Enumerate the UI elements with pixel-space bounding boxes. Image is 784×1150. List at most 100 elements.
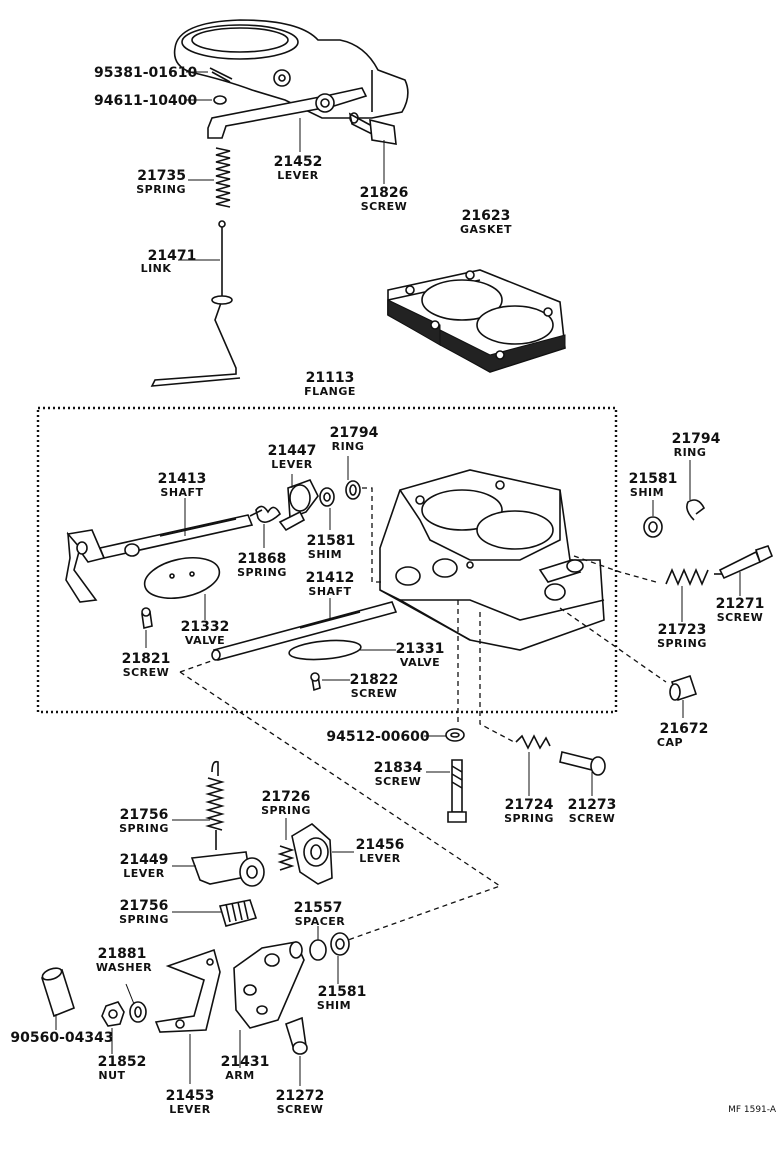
svg-text:21447: 21447 — [268, 443, 317, 459]
shaft-21412 — [211, 601, 398, 661]
svg-text:21113: 21113 — [306, 370, 355, 386]
callout-21581-left: 21581 SHIM — [307, 533, 356, 561]
svg-text:21331: 21331 — [396, 641, 445, 657]
svg-text:21672: 21672 — [660, 721, 709, 737]
svg-text:21881: 21881 — [98, 946, 147, 962]
callout-21453: 21453 LEVER — [166, 1088, 215, 1116]
washer-21881 — [129, 1001, 147, 1023]
svg-text:RING: RING — [332, 440, 365, 453]
svg-text:SCREW: SCREW — [361, 200, 408, 213]
ring-21794-left — [345, 480, 361, 500]
svg-text:VALVE: VALVE — [400, 656, 440, 669]
svg-text:GASKET: GASKET — [460, 223, 512, 236]
svg-text:NUT: NUT — [98, 1069, 125, 1082]
svg-text:VALVE: VALVE — [185, 634, 225, 647]
svg-text:SPRING: SPRING — [119, 822, 169, 835]
svg-text:21453: 21453 — [166, 1088, 215, 1104]
svg-text:ARM: ARM — [225, 1069, 254, 1082]
svg-text:21581: 21581 — [318, 984, 367, 1000]
valve-21332 — [143, 557, 221, 599]
callout-21447: 21447 LEVER — [268, 443, 317, 471]
nut-21852 — [101, 1001, 125, 1027]
callout-21581-lower: 21581 SHIM — [317, 984, 366, 1012]
leader-lines — [55, 71, 741, 1086]
callout-21623: 21623 GASKET — [460, 208, 512, 236]
callout-21452: 21452 LEVER — [274, 154, 323, 182]
screw-21826 — [348, 112, 397, 145]
flange-body-21113 — [379, 469, 605, 651]
callout-21272: 21272 SCREW — [276, 1088, 325, 1116]
callout-21557: 21557 SPACER — [294, 900, 345, 928]
svg-text:FLANGE: FLANGE — [304, 385, 356, 398]
callout-21332: 21332 VALVE — [181, 619, 230, 647]
lever-21449 — [190, 851, 265, 887]
callout-21331: 21331 VALVE — [396, 641, 445, 669]
callout-21852: 21852 NUT — [98, 1054, 147, 1082]
svg-text:21271: 21271 — [716, 596, 765, 612]
pin-90560 — [41, 967, 75, 1018]
callout-21726: 21726 SPRING — [261, 789, 311, 817]
svg-text:21449: 21449 — [120, 852, 169, 868]
svg-text:21821: 21821 — [122, 651, 171, 667]
washer-94512 — [445, 728, 465, 742]
screw-21271 — [714, 545, 774, 580]
ring-21794-right — [686, 499, 706, 521]
svg-text:21794: 21794 — [330, 425, 379, 441]
svg-text:21852: 21852 — [98, 1054, 147, 1070]
callout-94512: 94512-00600 — [326, 729, 429, 745]
svg-text:21726: 21726 — [262, 789, 311, 805]
svg-text:21834: 21834 — [374, 760, 423, 776]
svg-text:21557: 21557 — [294, 900, 343, 916]
spring-21756-upper — [205, 760, 225, 850]
svg-text:SHAFT: SHAFT — [160, 486, 203, 499]
callout-21826: 21826 SCREW — [360, 185, 409, 213]
screw-21822 — [310, 672, 321, 692]
svg-text:21868: 21868 — [238, 551, 287, 567]
callout-21723: 21723 SPRING — [657, 622, 707, 650]
svg-text:SCREW: SCREW — [123, 666, 170, 679]
svg-text:SPRING: SPRING — [504, 812, 554, 825]
svg-text:21471: 21471 — [148, 248, 197, 264]
svg-text:21822: 21822 — [350, 672, 399, 688]
svg-text:SHIM: SHIM — [317, 999, 351, 1012]
callout-21821: 21821 SCREW — [122, 651, 171, 679]
svg-text:90560-04343: 90560-04343 — [10, 1030, 113, 1046]
lever-21453 — [154, 948, 221, 1033]
figure-code: MF 1591-A — [728, 1105, 777, 1115]
svg-text:21723: 21723 — [658, 622, 707, 638]
callout-94611: 94611-10400 — [94, 93, 197, 109]
lever-21456 — [291, 823, 333, 885]
svg-text:LEVER: LEVER — [169, 1103, 211, 1116]
callout-21834: 21834 SCREW — [374, 760, 423, 788]
svg-text:21431: 21431 — [221, 1054, 270, 1070]
spring-21868 — [249, 505, 281, 523]
callout-21471: 21471 LINK — [141, 248, 197, 275]
callout-21868: 21868 SPRING — [237, 551, 287, 579]
svg-text:95381-01610: 95381-01610 — [94, 65, 197, 81]
svg-text:21332: 21332 — [181, 619, 230, 635]
svg-text:21724: 21724 — [505, 797, 554, 813]
svg-text:SCREW: SCREW — [351, 687, 398, 700]
callout-21881: 21881 WASHER — [96, 946, 152, 974]
cap-21672 — [669, 674, 698, 702]
svg-text:21735: 21735 — [137, 168, 186, 184]
svg-text:LEVER: LEVER — [277, 169, 319, 182]
svg-text:21272: 21272 — [276, 1088, 325, 1104]
svg-text:21412: 21412 — [306, 570, 355, 586]
callout-95381: 95381-01610 — [94, 65, 197, 81]
svg-text:SPRING: SPRING — [136, 183, 186, 196]
svg-text:SPRING: SPRING — [657, 637, 707, 650]
callout-21794-right: 21794 RING — [672, 431, 721, 459]
callout-21794-left: 21794 RING — [330, 425, 379, 453]
small-washer-top — [213, 95, 227, 105]
arm-21431 — [233, 941, 305, 1029]
shaft-21413 — [65, 514, 254, 603]
svg-text:RING: RING — [674, 446, 707, 459]
shim-21581-right — [643, 516, 663, 538]
svg-text:WASHER: WASHER — [96, 961, 152, 974]
svg-text:CAP: CAP — [657, 736, 683, 749]
svg-text:SCREW: SCREW — [569, 812, 616, 825]
screw-21273 — [559, 751, 606, 776]
svg-text:21413: 21413 — [158, 471, 207, 487]
svg-text:SHIM: SHIM — [308, 548, 342, 561]
